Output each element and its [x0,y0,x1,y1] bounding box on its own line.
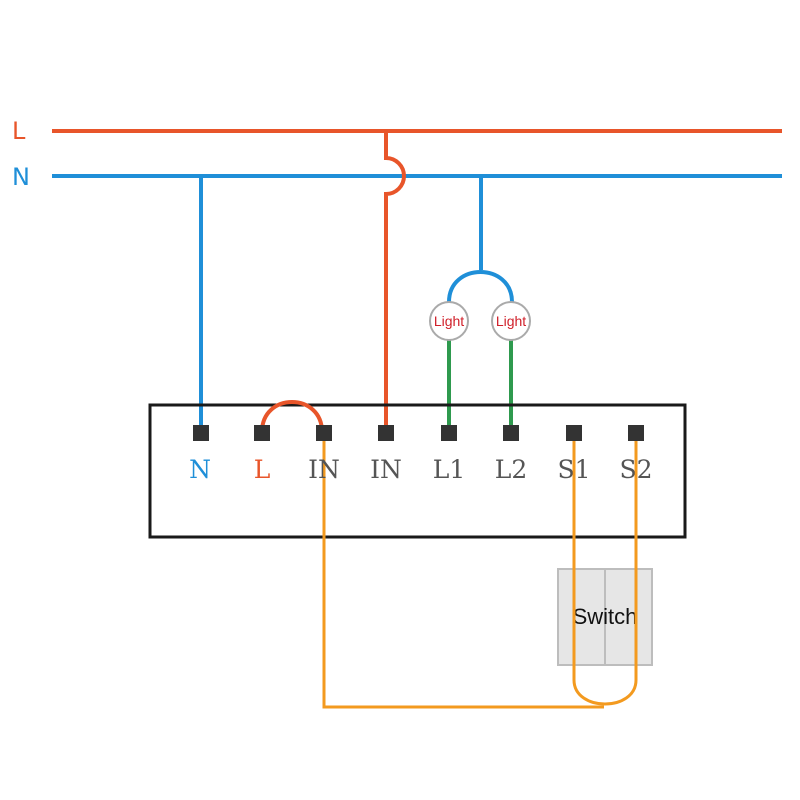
terminal-in-1: IN [308,425,340,484]
terminal-screw [316,425,332,441]
terminal-label: L1 [433,455,466,484]
terminal-screw [254,425,270,441]
light-label: Light [496,313,526,329]
terminal-screw [378,425,394,441]
switch-label: Switch [573,604,638,629]
switch-wire-in-to-switch [322,432,604,709]
switch: Switch [557,568,653,666]
terminal-l1: L1 [433,425,466,484]
live-bridge-l-to-in [260,400,324,433]
light-label: Light [434,313,464,329]
terminal-label: L [254,455,271,484]
terminal-screw [193,425,209,441]
controller-box [148,403,687,539]
terminal-s2: S2 [619,425,653,484]
neutral-wire-to-lights [447,176,514,303]
terminal-label: S2 [619,455,652,484]
terminal-l2: L2 [495,425,528,484]
switch-wire-s1 [572,432,638,706]
terminal-screw [566,425,582,441]
terminal-in-2: IN [370,425,402,484]
terminal-n: N [189,425,211,484]
neutral-rail-label: N [12,163,30,191]
terminal-screw [441,425,457,441]
light-bulb-1: Light [429,301,469,341]
terminal-label: N [189,455,211,484]
light-icon [429,301,469,341]
live-wire-to-in [384,131,406,432]
terminal-screw [628,425,644,441]
terminal-screw [503,425,519,441]
terminal-s1: S1 [557,425,591,484]
terminal-label: IN [308,455,340,484]
live-rail-label: L [12,117,26,145]
terminal-label: L2 [495,455,528,484]
light-bulb-2: Light [491,301,531,341]
terminal-l: L [254,425,271,484]
light-icon [491,301,531,341]
terminal-label: S1 [557,455,590,484]
terminal-label: IN [370,455,402,484]
